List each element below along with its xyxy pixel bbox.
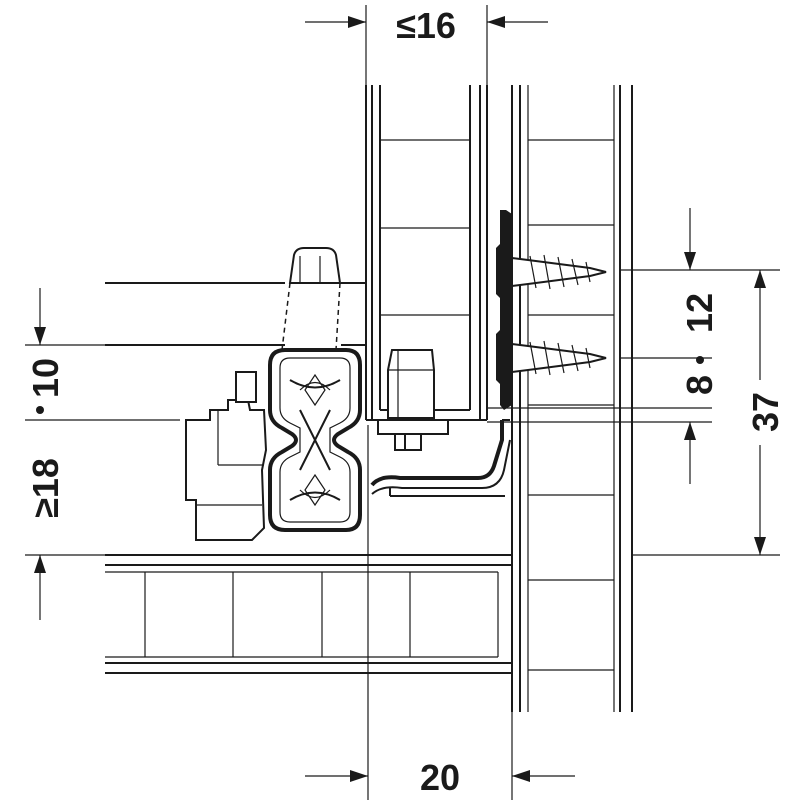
- dimension-arrows: [34, 16, 766, 782]
- locating-peg: [281, 247, 342, 351]
- dim-bottom-width: 20: [420, 757, 460, 798]
- drawer-side-wall: [365, 85, 488, 421]
- locking-device: [377, 349, 449, 451]
- dim-left-upper: 10: [25, 358, 66, 398]
- runner-profile: [268, 348, 362, 532]
- dim-right-lower: 8: [679, 375, 720, 395]
- dim-left-lower: ≥18: [25, 458, 66, 518]
- rear-mounting-bracket: [370, 419, 511, 497]
- dim-right-total: 37: [745, 392, 786, 432]
- cabinet-bottom-panel: [105, 554, 512, 674]
- drawer-bottom-panel: [105, 282, 366, 346]
- cabinet-side-panel: [511, 85, 633, 712]
- dim-top-width: ≤16: [396, 5, 456, 46]
- cabinet-wall-plate: [500, 210, 512, 410]
- dimension-dots: [36, 356, 704, 414]
- runner-mounting-clip: [185, 371, 268, 541]
- dim-right-upper: 12: [679, 293, 720, 333]
